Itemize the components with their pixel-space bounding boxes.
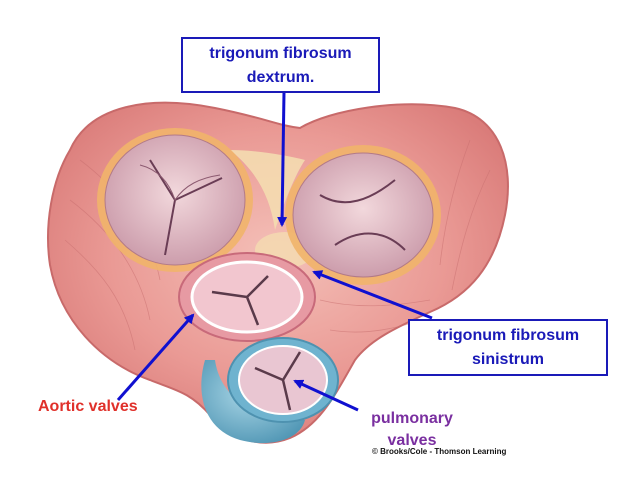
mitral-valve — [285, 145, 441, 285]
label-line-2: sinistrum — [471, 351, 544, 368]
label-trigonum-fibrosum-sinistrum: trigonum fibrosum sinistrum — [408, 319, 608, 376]
arrow-aortic — [116, 313, 195, 401]
pulmonary-valve — [201, 337, 339, 444]
label-line-1: pulmonary — [371, 410, 453, 427]
copyright-credit: © Brooks/Cole - Thomson Learning — [372, 447, 507, 456]
arrow-pulmonary — [293, 379, 359, 412]
label-line-2: valves — [387, 432, 437, 449]
aortic-valve — [178, 252, 316, 342]
arrow-left-trigone — [312, 270, 433, 320]
label-pulmonary-valves: pulmonary valves — [362, 408, 462, 452]
tricuspid-valve — [97, 128, 253, 272]
trigone-region — [230, 150, 305, 230]
label-line-1: trigonum fibrosum — [209, 45, 352, 62]
label-line-1: trigonum fibrosum — [436, 327, 580, 344]
label-trigonum-fibrosum-dextrum: trigonum fibrosum dextrum. — [181, 37, 380, 93]
label-aortic-valves: Aortic valves — [38, 398, 138, 415]
arrow-right-trigone — [277, 91, 288, 227]
label-line-2: dextrum. — [246, 69, 315, 86]
